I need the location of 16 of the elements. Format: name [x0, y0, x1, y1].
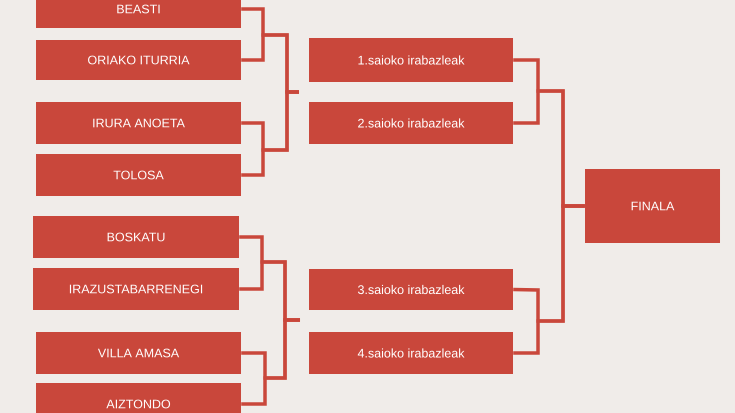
bracket-box: FINALA	[585, 169, 720, 243]
bracket-box: 3.saioko irabazleak	[309, 269, 513, 310]
bracket-box: BEASTI	[36, 0, 241, 28]
bracket-box: 4.saioko irabazleak	[309, 332, 513, 374]
bracket-box: AIZTONDO	[36, 383, 241, 413]
bracket-box: IRAZUSTABARRENEGI	[33, 268, 239, 310]
bracket-box: BOSKATU	[33, 216, 239, 258]
bracket-line	[241, 318, 300, 406]
bracket-box: ORIAKO ITURRIA	[36, 40, 241, 80]
bracket-line	[241, 90, 299, 177]
bracket-box: TOLOSA	[36, 154, 241, 196]
bracket-box: VILLA AMASA	[36, 332, 241, 374]
bracket-line	[513, 204, 585, 355]
bracket-box: 2.saioko irabazleak	[309, 102, 513, 144]
bracket-box: IRURA ANOETA	[36, 102, 241, 144]
bracket-box: 1.saioko irabazleak	[309, 38, 513, 82]
